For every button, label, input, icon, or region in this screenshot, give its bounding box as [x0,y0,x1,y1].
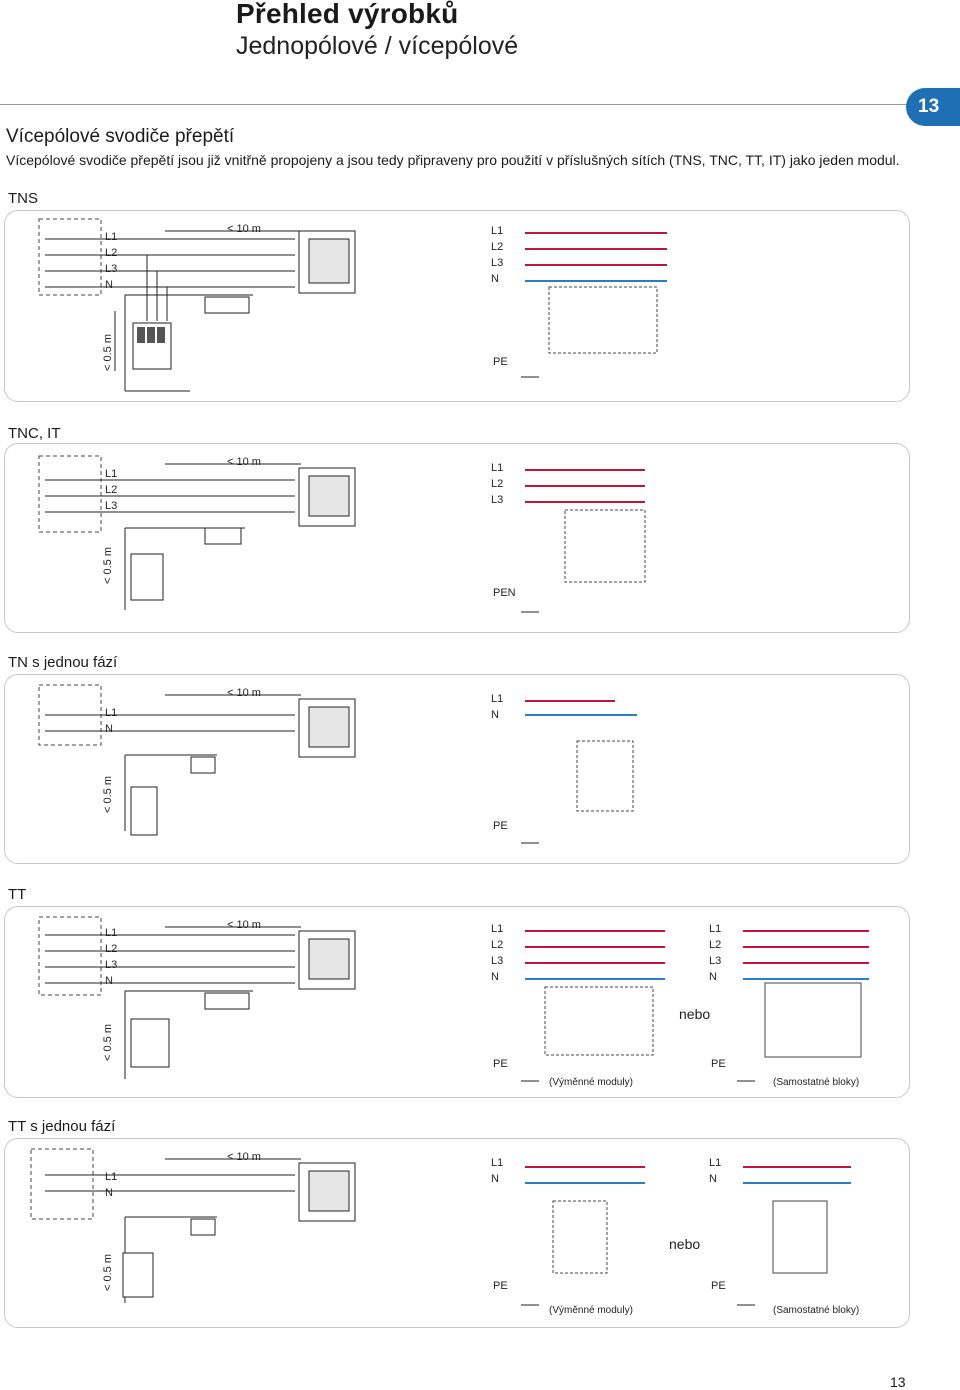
diagram-tt: L1 L2 L3 N < 10 m < 0.5 m L1 L2 L3 N PE … [4,906,910,1098]
right-line-label: L1 [491,1157,503,1169]
ground-label: PE [493,1058,508,1070]
page-number: 13 [890,1374,906,1390]
diagram-label-tns: TNS [8,190,38,207]
diagram-label-tt: TT [8,886,27,903]
right2-line-label: L2 [709,939,721,951]
right-line-label: N [491,1173,499,1185]
ground-label: PEN [493,587,516,599]
distance-top-label: < 10 m [227,687,261,699]
diagram-tnc-it-svg: L1 L2 L3 < 10 m < 0.5 m L1 L2 L3 PEN [38,455,646,613]
left-line-label: L1 [105,468,117,480]
diagram-label-tt-single: TT s jednou fází [8,1118,116,1135]
left-line-label: L1 [105,1171,117,1183]
ground-label-2: PE [711,1058,726,1070]
header-divider [0,104,960,105]
right-line-label: L1 [491,225,503,237]
caption-exchangeable: (Výměnné moduly) [549,1305,633,1316]
left-line-label: L2 [105,943,117,955]
page-title: Přehled výrobků [236,0,459,29]
left-line-label: N [105,1187,113,1199]
diagram-tt-svg: L1 L2 L3 N < 10 m < 0.5 m L1 L2 L3 N PE … [38,916,869,1088]
left-line-label: L3 [105,500,117,512]
right-line-label: L2 [491,478,503,490]
intro-text: Vícepólové svodiče přepětí jsou již vnit… [6,152,900,168]
right2-line-label: L3 [709,955,721,967]
left-line-label: N [105,975,113,987]
left-line-label: L1 [105,231,117,243]
page-subtitle: Jednopólové / vícepólové [236,32,519,60]
distance-side-label: < 0.5 m [102,334,114,371]
left-line-label: L3 [105,263,117,275]
right-line-label: L1 [491,923,503,935]
left-line-label: L3 [105,959,117,971]
chapter-tab: 13 [906,88,960,126]
right-line-label: L3 [491,494,503,506]
right2-line-label: L1 [709,1157,721,1169]
right-line-label: N [491,273,499,285]
section-heading: Vícepólové svodiče přepětí [6,126,235,147]
left-line-label: L2 [105,484,117,496]
diagram-tns: L1 L2 L3 N < 10 m < 0.5 m L1 L2 L3 N PE [4,210,910,402]
right2-line-label: N [709,1173,717,1185]
diagram-tt-single: L1 N < 10 m < 0.5 m L1 N PE (Výměnné mod… [4,1138,910,1328]
ground-label-2: PE [711,1280,726,1292]
distance-side-label: < 0.5 m [102,1254,114,1291]
or-text: nebo [679,1006,710,1022]
diagram-tns-svg: L1 L2 L3 N < 10 m < 0.5 m L1 L2 L3 N PE [38,218,667,392]
distance-top-label: < 10 m [227,456,261,468]
left-line-label: L1 [105,707,117,719]
caption-exchangeable: (Výměnné moduly) [549,1077,633,1088]
chapter-number: 13 [918,96,940,117]
diagram-label-tnc-it: TNC, IT [8,425,61,442]
ground-label: PE [493,356,508,368]
diagram-label-tn-single: TN s jednou fází [8,654,118,671]
right-line-label: L3 [491,257,503,269]
diagram-tnc-it: L1 L2 L3 < 10 m < 0.5 m L1 L2 L3 PEN [4,443,910,633]
diagram-tn-single: L1 N < 10 m < 0.5 m L1 N PE [4,674,910,864]
distance-top-label: < 10 m [227,1151,261,1163]
diagram-tn-single-svg: L1 N < 10 m < 0.5 m L1 N PE [38,684,637,844]
right-line-label: N [491,709,499,721]
diagram-tt-single-svg: L1 N < 10 m < 0.5 m L1 N PE (Výměnné mod… [30,1148,859,1316]
right-line-label: L1 [491,462,503,474]
distance-side-label: < 0.5 m [102,776,114,813]
ground-label: PE [493,820,508,832]
or-text: nebo [669,1236,700,1252]
distance-top-label: < 10 m [227,919,261,931]
distance-side-label: < 0.5 m [102,547,114,584]
right-line-label: L2 [491,939,503,951]
right2-line-label: N [709,971,717,983]
right2-line-label: L1 [709,923,721,935]
right-line-label: L3 [491,955,503,967]
right-line-label: L2 [491,241,503,253]
right-line-label: N [491,971,499,983]
caption-separate-blocks: (Samostatné bloky) [773,1305,859,1316]
left-line-label: N [105,279,113,291]
left-line-label: N [105,723,113,735]
caption-separate-blocks: (Samostatné bloky) [773,1077,859,1088]
left-line-label: L2 [105,247,117,259]
distance-top-label: < 10 m [227,223,261,235]
distance-side-label: < 0.5 m [102,1024,114,1061]
left-line-label: L1 [105,927,117,939]
ground-label: PE [493,1280,508,1292]
right-line-label: L1 [491,693,503,705]
